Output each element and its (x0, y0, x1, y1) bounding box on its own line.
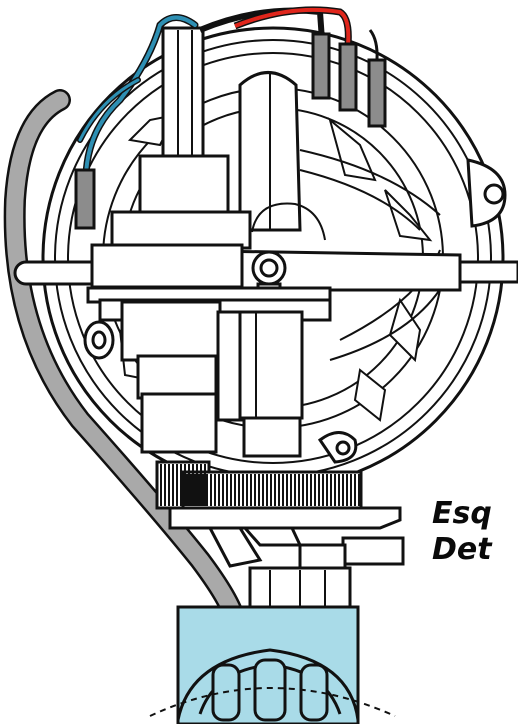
gear-teeth-left (160, 464, 206, 506)
housing-lug-right (466, 158, 507, 228)
caption-line-2: Det (432, 532, 492, 567)
terminal-connectors (311, 32, 387, 128)
caption-line-1: Esq (432, 496, 492, 531)
capacitor-stack (120, 300, 244, 454)
gear-teeth-right (186, 474, 360, 506)
connector-block (90, 26, 252, 289)
red-wire (233, 6, 352, 46)
central-hub (238, 71, 326, 241)
lower-linkage (168, 506, 405, 610)
gear-housing (238, 310, 304, 458)
terminal-lead (368, 29, 379, 61)
side-lugs (83, 320, 358, 464)
blue-wire (77, 14, 199, 179)
blue-wire-terminal (74, 168, 96, 230)
rotation-arc (149, 687, 396, 717)
base-casting (176, 605, 360, 724)
